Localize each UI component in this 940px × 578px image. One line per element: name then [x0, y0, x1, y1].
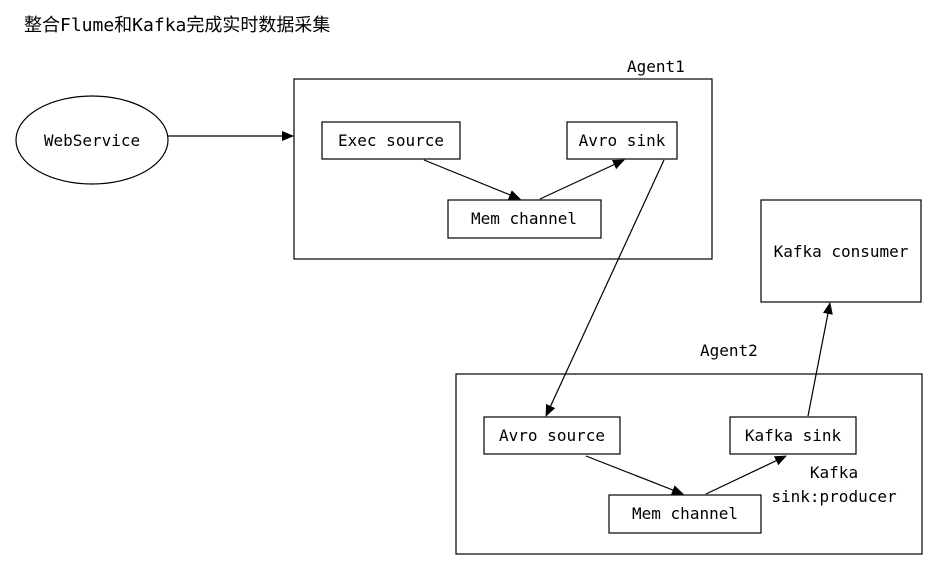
webservice-node: WebService — [15, 95, 169, 185]
mem-channel-1-node: Mem channel — [447, 199, 602, 239]
avro-source-label: Avro source — [499, 426, 605, 445]
kafka-sink-label: Kafka sink — [745, 426, 842, 445]
diagram-title: 整合Flume和Kafka完成实时数据采集 — [24, 15, 330, 36]
edge-kafka-sink-to-kafka-consumer — [807, 302, 833, 417]
mem-channel-2-node: Mem channel — [608, 494, 762, 534]
edges — [168, 131, 833, 495]
exec-source-label: Exec source — [338, 131, 444, 150]
agent2-container: Agent2 — [455, 341, 923, 555]
agent1-label: Agent1 — [627, 57, 685, 76]
kafka-producer-annotation: Kafka sink:producer — [771, 463, 897, 506]
avro-sink-node: Avro sink — [566, 121, 678, 160]
avro-source-node: Avro source — [483, 416, 621, 455]
agent1-container: Agent1 — [293, 57, 713, 260]
mem-channel-1-label: Mem channel — [471, 209, 577, 228]
edge-exec-source-to-mem-channel — [423, 159, 521, 200]
edge-mem-channel-to-avro-sink — [539, 159, 625, 200]
exec-source-node: Exec source — [321, 121, 461, 160]
kafka-consumer-label: Kafka consumer — [774, 242, 909, 261]
edge-avro-sink-to-avro-source — [545, 159, 665, 417]
edge-mem-channel-to-kafka-sink — [705, 455, 787, 495]
agent2-label: Agent2 — [700, 341, 758, 360]
edge-avro-source-to-mem-channel — [585, 455, 684, 495]
mem-channel-2-label: Mem channel — [632, 504, 738, 523]
kafka-consumer-node: Kafka consumer — [760, 199, 922, 303]
webservice-label: WebService — [44, 131, 140, 150]
annotation-line2: sink:producer — [771, 487, 897, 506]
annotation-line1: Kafka — [810, 463, 858, 482]
kafka-sink-node: Kafka sink — [729, 416, 857, 455]
avro-sink-label: Avro sink — [579, 131, 666, 150]
